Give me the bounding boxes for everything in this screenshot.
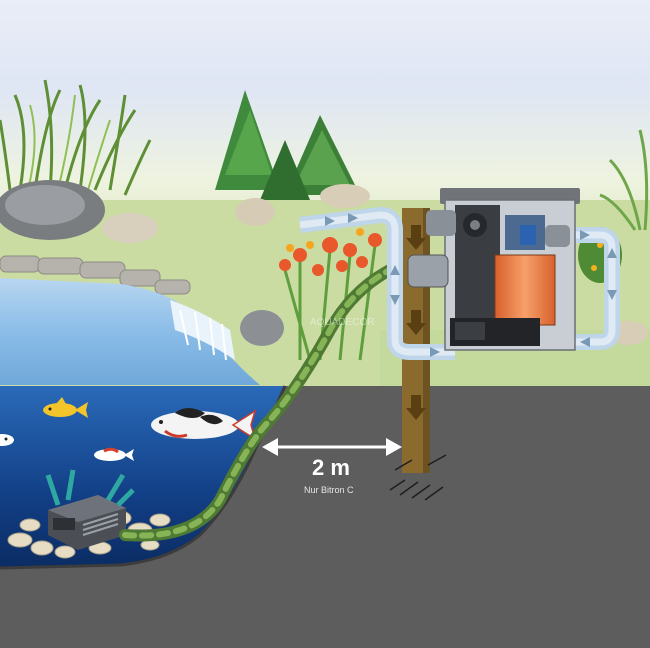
- flow-arrow-icon: [406, 225, 426, 420]
- waterfall: [170, 300, 284, 361]
- koi-fish-icon: [151, 408, 257, 441]
- reed-clump-left: [0, 79, 152, 196]
- watermark-text: AQUADECOR: [310, 317, 374, 328]
- goldfish-icon: [43, 397, 88, 418]
- small-koi-icon: [94, 447, 134, 461]
- return-pipe: [299, 207, 620, 360]
- palm-right: [599, 129, 649, 231]
- edge-fish-icon: [0, 434, 14, 446]
- distance-note: Nur Bitron C: [304, 485, 354, 495]
- rocks-back: [0, 180, 370, 243]
- pond-surface: [0, 278, 260, 385]
- reed-clump-left-light: [27, 94, 111, 191]
- hose-highlight: [122, 262, 408, 539]
- submersible-pump-icon: [45, 469, 135, 550]
- stone-border: [0, 255, 191, 295]
- distance-marker: [262, 438, 402, 456]
- ground-hatch: [389, 454, 447, 501]
- distance-value: 2 m: [312, 455, 350, 480]
- pressure-filter-icon: [407, 188, 580, 351]
- conifer-shrubs: [215, 90, 360, 200]
- filter-stand-pole-shade: [423, 208, 430, 473]
